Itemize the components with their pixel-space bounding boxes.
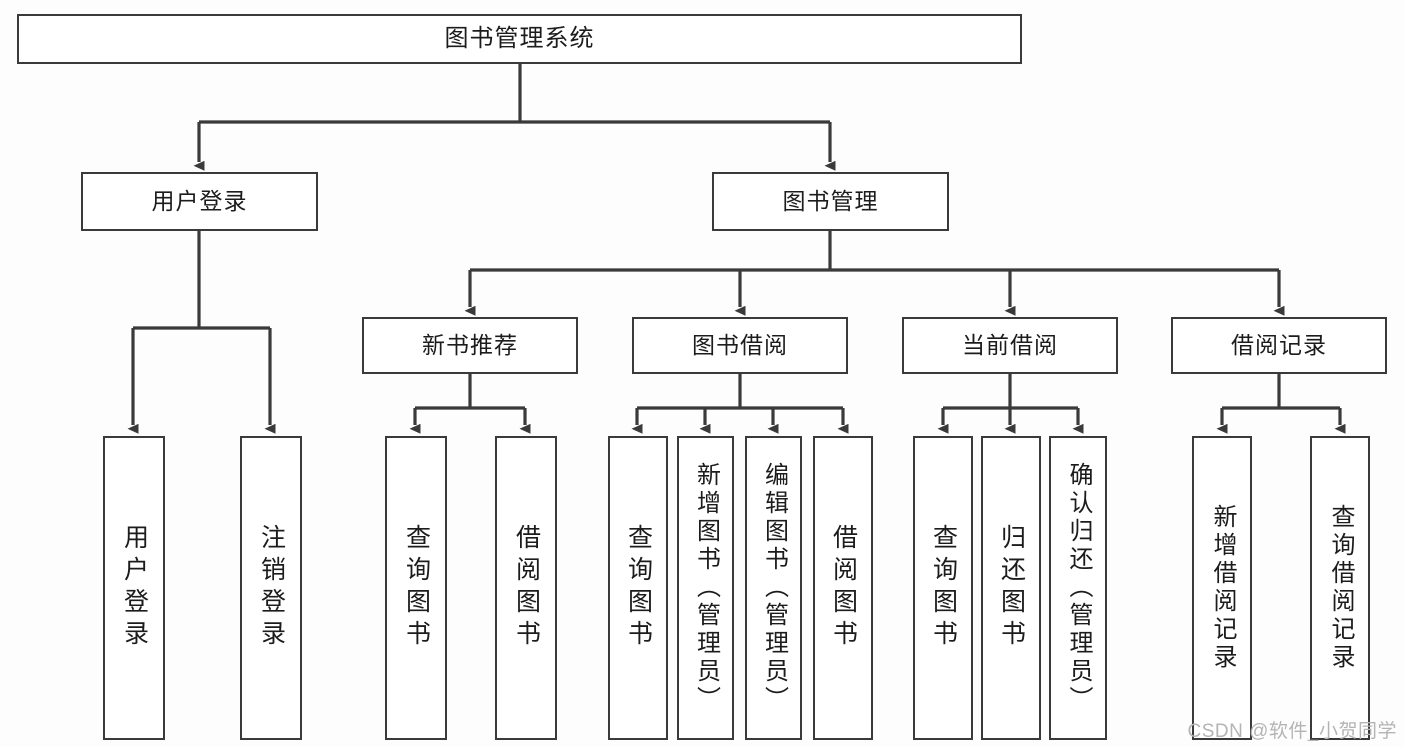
node-current-borrow[interactable]: 当前借阅 xyxy=(902,317,1118,374)
leaf-logout-login[interactable]: 注销登录 xyxy=(240,436,302,740)
leaf-user-login[interactable]: 用户登录 xyxy=(103,436,165,740)
node-borrow-record[interactable]: 借阅记录 xyxy=(1171,317,1387,374)
leaf-return-book[interactable]: 归还图书 xyxy=(981,436,1041,740)
node-new-book-recommend[interactable]: 新书推荐 xyxy=(362,317,578,374)
leaf-query-book-borrow[interactable]: 查询图书 xyxy=(608,436,668,740)
node-user-login[interactable]: 用户登录 xyxy=(81,172,318,231)
leaf-add-borrow-record[interactable]: 新增借阅记录 xyxy=(1192,436,1252,740)
leaf-borrow-book-recommend[interactable]: 借阅图书 xyxy=(495,436,557,740)
leaf-edit-book-admin[interactable]: 编辑图书（管理员） xyxy=(745,436,802,740)
node-book-borrow[interactable]: 图书借阅 xyxy=(632,317,848,374)
leaf-query-book-recommend[interactable]: 查询图书 xyxy=(385,436,447,740)
leaf-borrow-book-borrow[interactable]: 借阅图书 xyxy=(813,436,873,740)
node-root-system[interactable]: 图书管理系统 xyxy=(17,14,1022,64)
leaf-query-borrow-record[interactable]: 查询借阅记录 xyxy=(1310,436,1370,740)
watermark-text: CSDN @软件_小贺同学 xyxy=(1187,721,1397,742)
leaf-add-book-admin[interactable]: 新增图书（管理员） xyxy=(677,436,734,740)
node-book-manage[interactable]: 图书管理 xyxy=(712,172,949,231)
leaf-confirm-return-admin[interactable]: 确认归还（管理员） xyxy=(1049,436,1107,740)
leaf-query-book-current[interactable]: 查询图书 xyxy=(913,436,973,740)
